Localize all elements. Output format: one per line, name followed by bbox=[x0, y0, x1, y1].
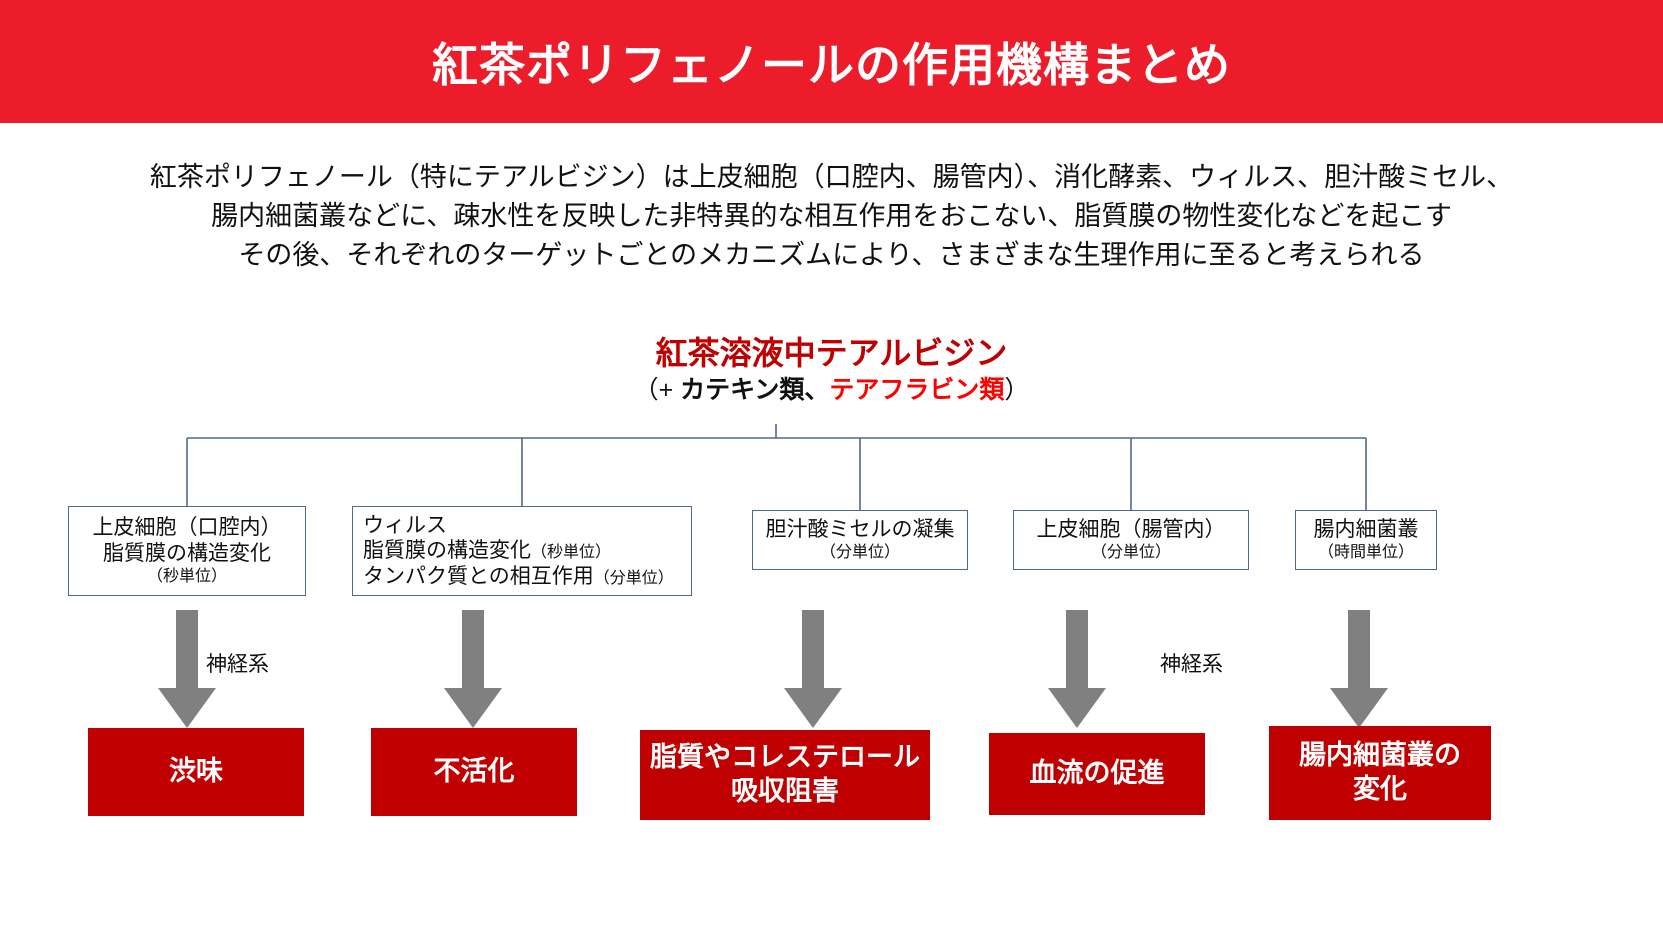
down-arrow-icon bbox=[1330, 610, 1388, 728]
outcome-label: 腸内細菌叢の 変化 bbox=[1299, 739, 1461, 807]
target-box-virus: ウィルス 脂質膜の構造変化（秒単位） タンパク質との相互作用（分単位） bbox=[352, 506, 692, 596]
outcome-label: 渋味 bbox=[169, 756, 223, 787]
down-arrow-icon bbox=[444, 610, 502, 728]
target-box-line: タンパク質との相互作用（分単位） bbox=[363, 564, 681, 590]
target-box-line: 脂質膜の構造変化（秒単位） bbox=[363, 538, 681, 564]
target-box-line-text: タンパク質との相互作用 bbox=[363, 564, 594, 588]
nervous-system-label-right: 神経系 bbox=[1160, 653, 1223, 676]
outcome-box-blood-flow: 血流の促進 bbox=[989, 733, 1205, 815]
target-box-line-text: 脂質膜の構造変化 bbox=[363, 539, 531, 563]
sub-close-paren: ） bbox=[1004, 375, 1030, 404]
intro-paragraph: 紅茶ポリフェノール（特にテアルビジン）は上皮細胞（口腔内、腸管内）、消化酵素、ウ… bbox=[0, 158, 1663, 275]
down-arrow-icon bbox=[784, 610, 842, 728]
target-box-unit: （秒単位） bbox=[146, 567, 227, 585]
outcome-box-lipid-cholesterol-absorption: 脂質やコレステロール 吸収阻害 bbox=[640, 730, 930, 820]
target-box-unit: （分単位） bbox=[593, 569, 674, 587]
target-box-bile-acid-micelle: 胆汁酸ミセルの凝集 （分単位） bbox=[752, 510, 968, 570]
sub-separator: 、 bbox=[804, 375, 830, 404]
center-heading: 紅茶溶液中テアルビジン （+ カテキン類、テアフラビン類） bbox=[0, 335, 1663, 406]
center-heading-main: 紅茶溶液中テアルビジン bbox=[655, 335, 1008, 371]
outcome-label: 脂質やコレステロール 吸収阻害 bbox=[650, 741, 920, 809]
slide-title-banner: 紅茶ポリフェノールの作用機構まとめ bbox=[0, 0, 1663, 123]
outcome-label: 不活化 bbox=[433, 756, 515, 787]
sub-open-paren: （+ bbox=[633, 375, 681, 404]
down-arrow-icon bbox=[158, 610, 216, 728]
target-box-unit: （分単位） bbox=[819, 543, 900, 561]
target-box-unit: （時間単位） bbox=[1317, 543, 1414, 561]
intro-line-1: 紅茶ポリフェノール（特にテアルビジン）は上皮細胞（口腔内、腸管内）、消化酵素、ウ… bbox=[149, 162, 1514, 192]
down-arrow-icon bbox=[1048, 610, 1106, 728]
target-box-line: 上皮細胞（口腔内） bbox=[92, 516, 282, 540]
target-box-line: 腸内細菌叢 bbox=[1313, 518, 1419, 542]
outcome-box-inactivation: 不活化 bbox=[371, 728, 577, 816]
page-title: 紅茶ポリフェノールの作用機構まとめ bbox=[432, 38, 1231, 91]
target-box-line: 上皮細胞（腸管内） bbox=[1036, 518, 1226, 542]
target-box-unit: （秒単位） bbox=[531, 544, 612, 562]
outcome-label-line: 脂質やコレステロール bbox=[650, 742, 920, 773]
target-box-intestinal-epithelium: 上皮細胞（腸管内） （分単位） bbox=[1013, 510, 1249, 570]
target-box-line: ウィルス bbox=[363, 513, 447, 537]
outcome-box-astringency: 渋味 bbox=[88, 728, 304, 816]
target-box-line: 脂質膜の構造変化 bbox=[103, 542, 271, 565]
intro-line-3: その後、それぞれのターゲットごとのメカニズムにより、さまざまな生理作用に至ると考… bbox=[238, 240, 1425, 271]
target-box-line: 胆汁酸ミセルの凝集 bbox=[765, 518, 955, 542]
sub-theaflavin-label: テアフラビン類 bbox=[829, 375, 1005, 404]
nervous-system-label-left: 神経系 bbox=[206, 653, 269, 676]
sub-catechin-label: カテキン類 bbox=[680, 375, 805, 404]
intro-line-2: 腸内細菌叢などに、疎水性を反映した非特異的な相互作用をおこない、脂質膜の物性変化… bbox=[211, 201, 1452, 232]
outcome-label-line: 腸内細菌叢の bbox=[1299, 740, 1461, 771]
outcome-label-line: 変化 bbox=[1353, 774, 1407, 804]
target-box-oral-epithelium: 上皮細胞（口腔内） 脂質膜の構造変化 （秒単位） bbox=[68, 506, 306, 596]
outcome-label-line: 吸収阻害 bbox=[731, 776, 839, 806]
outcome-box-microbiota-change: 腸内細菌叢の 変化 bbox=[1269, 726, 1491, 820]
center-heading-sub: （+ カテキン類、テアフラビン類） bbox=[0, 374, 1663, 407]
target-box-unit: （分単位） bbox=[1090, 543, 1171, 561]
outcome-label: 血流の促進 bbox=[1029, 758, 1165, 789]
target-box-gut-microbiota: 腸内細菌叢 （時間単位） bbox=[1295, 510, 1437, 570]
